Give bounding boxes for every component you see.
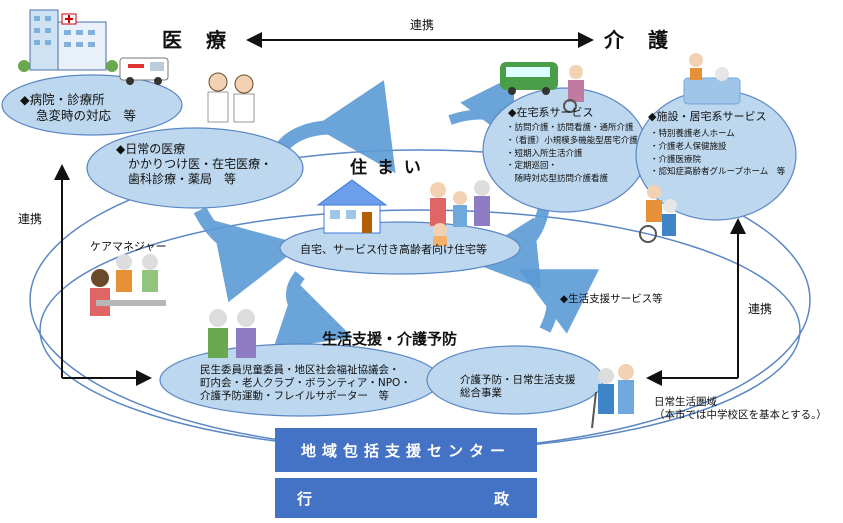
elderly-volunteers-icon: [208, 309, 256, 358]
bath-care-icon: [683, 53, 741, 105]
home-services-item: ・定期巡回・: [506, 161, 558, 172]
daily-medical-label: ◆日常の医療 かかりつけ医・在宅医療・ 歯科診療・薬局 等: [116, 142, 272, 187]
hospital-label-line1: ◆病院・診療所: [20, 92, 105, 107]
home-services-list: ・訪問介護・訪問看護・通所介護 ・（看護）小規模多機能型居宅介護 ・短期入所生活…: [506, 122, 638, 186]
family-icon: [430, 180, 490, 246]
home-services-title: ◆在宅系サービス: [508, 106, 594, 119]
hospital-label: ◆病院・診療所 急変時の対応 等: [20, 92, 136, 123]
administration-bar: 行 政: [275, 478, 537, 518]
facility-item: ・特別養護老人ホーム: [650, 129, 735, 139]
prevention-title: 生活支援・介護予防: [322, 330, 458, 348]
housing-label: 自宅、サービス付き高齢者向け住宅等: [300, 243, 487, 256]
left-link-label: 連携: [18, 212, 43, 226]
daily-medical-line1: ◆日常の医療: [116, 142, 186, 156]
hospital-building-icon: [18, 9, 118, 72]
care-manager-icon: [90, 254, 166, 316]
home-services-item: 随時対応型訪問介護看護: [506, 174, 609, 184]
flow-arrow: [274, 80, 396, 174]
care-manager-label: ケアマネジャー: [90, 240, 167, 253]
facility-item: ・認知症高齢者グループホーム 等: [650, 167, 786, 178]
home-services-item: ・訪問介護・訪問看護・通所介護: [506, 123, 634, 133]
daily-life-area-line2: （本市では中学校区を基本とする。）: [654, 409, 827, 422]
flow-arrow: [518, 269, 600, 334]
home-services-item: ・（看護）小規模多機能型居宅介護: [506, 135, 638, 146]
care-title: 介 護: [604, 28, 670, 52]
administration-label-left: 行: [297, 489, 319, 508]
housing-ellipse: [279, 221, 521, 275]
facility-item: ・介護医療院: [650, 154, 702, 165]
program-line1: 介護予防・日常生活支援: [460, 374, 576, 386]
home-services-item: ・短期入所生活介護: [506, 148, 583, 159]
daily-life-area-line1: 日常生活圏域: [654, 396, 717, 408]
community-line2: 町内会・老人クラブ・ボランティア・NPO・: [200, 377, 411, 390]
day-service-bus-icon: [500, 62, 558, 95]
daily-medical-line2: かかりつけ医・在宅医療・: [128, 157, 273, 171]
program-label: 介護予防・日常生活支援 総合事業: [460, 374, 576, 400]
ambulance-icon: [119, 57, 169, 85]
medical-title: 医 療: [162, 28, 228, 52]
community-line1: 民生委員児童委員・地区社会福祉協議会・: [200, 364, 400, 376]
walking-support-icon: [591, 364, 634, 429]
administration-label-right: 政: [493, 489, 515, 508]
living-support-service-label: ◆生活支援サービス等: [560, 293, 663, 305]
wheelchair-caregiver-icon: [563, 65, 584, 113]
daily-medical-ellipse: [86, 127, 304, 209]
housing-title: 住 ま い: [350, 158, 423, 178]
facility-list: ・特別養護老人ホーム ・介護老人保健施設 ・介護医療院 ・認知症高齢者グループホ…: [650, 128, 785, 179]
hospital-label-line2: 急変時の対応 等: [36, 107, 137, 123]
doctors-icon: [207, 72, 255, 123]
community-line3: 介護予防運動・フレイルサポーター 等: [200, 390, 389, 403]
community-support-center-label: 地域包括支援センター: [300, 441, 511, 460]
facility-item: ・介護老人保健施設: [650, 141, 727, 152]
wheelchair-resident-icon: [639, 185, 677, 243]
facility-title: ◆施設・居宅系サービス: [648, 110, 767, 123]
daily-life-area-label: 日常生活圏域 （本市では中学校区を基本とする。）: [654, 396, 827, 422]
program-line2: 総合事業: [460, 387, 502, 400]
hospital-ellipse: [1, 74, 183, 136]
flow-arrow: [193, 206, 303, 303]
house-icon: [316, 179, 388, 234]
community-label: 民生委員児童委員・地区社会福祉協議会・ 町内会・老人クラブ・ボランティア・NPO…: [200, 364, 411, 403]
flow-arrow: [273, 271, 353, 349]
community-support-center-bar: 地域包括支援センター: [275, 428, 537, 472]
top-link-label: 連携: [410, 18, 435, 32]
daily-medical-line3: 歯科診療・薬局 等: [128, 172, 237, 186]
right-link-label: 連携: [748, 302, 773, 316]
